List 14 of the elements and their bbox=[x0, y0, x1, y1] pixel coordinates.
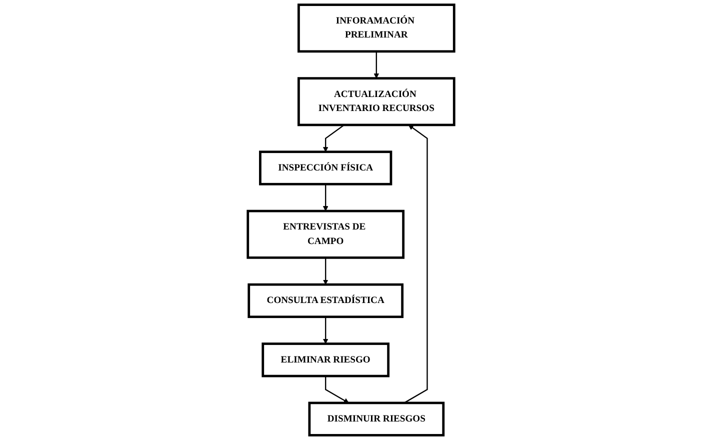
arrow bbox=[374, 51, 380, 79]
arrow bbox=[322, 184, 328, 212]
arrow bbox=[322, 124, 345, 152]
node-box: ACTUALIZACIÓN INVENTARIO RECURSOS bbox=[298, 77, 456, 126]
node-box: DISMINUIR RIESGOS bbox=[308, 402, 445, 436]
node-box: ENTREVISTAS DE CAMPO bbox=[246, 210, 404, 259]
node-box: ELIMINAR RIESGO bbox=[262, 342, 390, 378]
arrow bbox=[322, 258, 328, 285]
node-box: INFORAMACIÓN PRELIMINAR bbox=[298, 4, 456, 53]
node-box: CONSULTA ESTADÍSTICA bbox=[248, 283, 404, 318]
arrow bbox=[325, 376, 349, 404]
node-box: INSPECCIÓN FÍSICA bbox=[259, 150, 392, 186]
arrow bbox=[322, 316, 328, 344]
arrow bbox=[404, 124, 428, 404]
